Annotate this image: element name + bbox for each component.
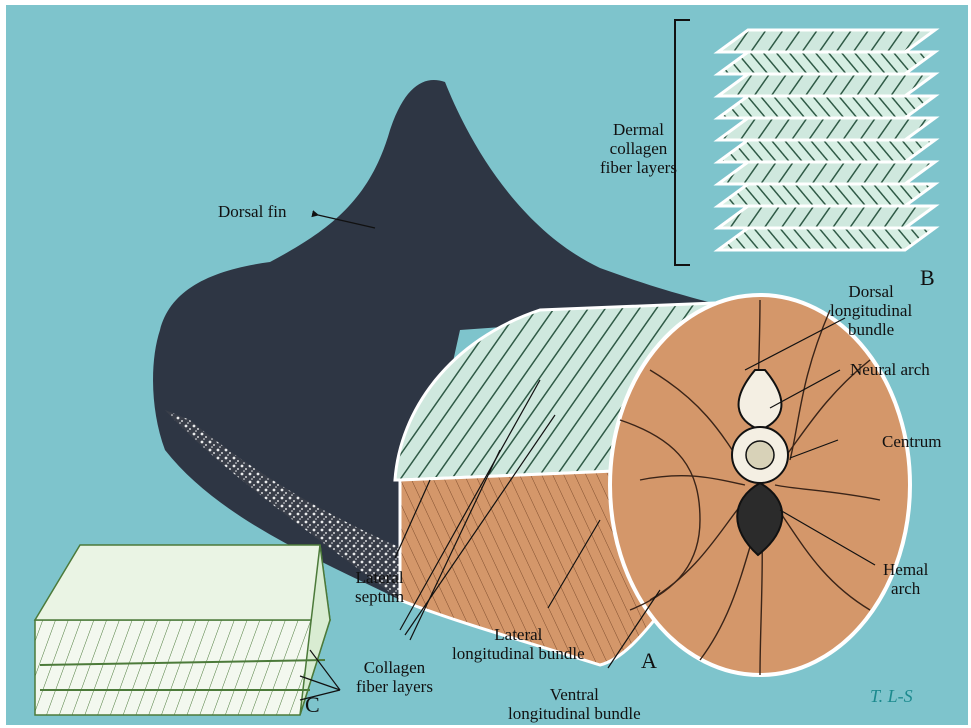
label-collagen-layers: Collagen fiber layers xyxy=(356,658,433,696)
panel-b-layers xyxy=(675,20,935,265)
dermal-layer xyxy=(718,162,935,184)
label-dorsal-bundle: Dorsal longitudinal bundle xyxy=(830,282,912,339)
artist-signature: T. L-S xyxy=(870,686,913,707)
dermal-layer xyxy=(718,118,935,140)
dermal-layer xyxy=(718,184,935,206)
dermal-layer xyxy=(718,52,935,74)
panel-letter-a: A xyxy=(641,648,657,674)
centrum-core xyxy=(746,441,774,469)
panel-letter-c: C xyxy=(305,692,320,718)
label-centrum: Centrum xyxy=(882,432,942,451)
panel-letter-b: B xyxy=(920,265,935,291)
label-dermal-collagen: Dermal collagen fiber layers xyxy=(600,120,677,177)
dermal-layer xyxy=(718,96,935,118)
label-lateral-septum: Lateral septum xyxy=(355,568,404,606)
label-hemal-arch: Hemal arch xyxy=(883,560,928,598)
label-lateral-bundle: Lateral longitudinal bundle xyxy=(452,625,585,663)
label-ventral-bundle: Ventral longitudinal bundle xyxy=(508,685,641,723)
dermal-layer xyxy=(718,30,935,52)
dermal-layer xyxy=(718,206,935,228)
dermal-layer xyxy=(718,228,935,250)
panel-c-block xyxy=(35,545,330,715)
label-dorsal-fin: Dorsal fin xyxy=(218,202,286,221)
label-neural-arch: Neural arch xyxy=(850,360,930,379)
dermal-layer xyxy=(718,140,935,162)
dermal-layer xyxy=(718,74,935,96)
